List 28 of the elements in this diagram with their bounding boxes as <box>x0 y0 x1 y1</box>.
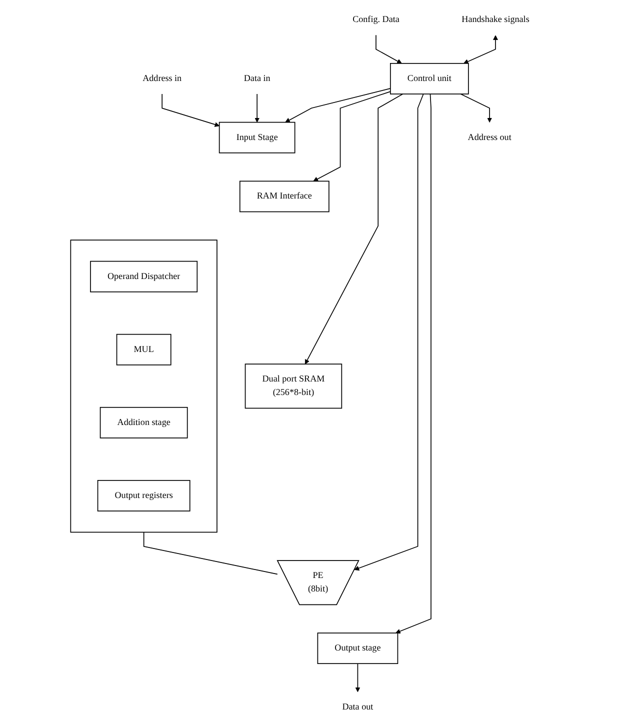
arrow <box>313 91 391 182</box>
arrow <box>285 88 391 123</box>
node-box: RAM Interface <box>239 180 330 212</box>
node-box: Dual port SRAM (256*8-bit) <box>244 364 342 409</box>
node-box: Addition stage <box>100 406 188 438</box>
arrow <box>376 34 402 64</box>
arrow <box>162 94 220 127</box>
node-text: Address out <box>468 132 512 142</box>
arrow <box>355 663 360 692</box>
node-box: MUL <box>116 334 172 366</box>
node-box: Control unit <box>390 63 469 94</box>
connector <box>143 532 278 575</box>
node-text: Address in <box>142 74 182 84</box>
node-box: Output stage <box>317 632 398 664</box>
cluster <box>70 240 218 533</box>
arrow <box>464 35 498 64</box>
node-text: Config. Data <box>352 14 400 24</box>
node-text: Data out <box>342 702 374 712</box>
arrow <box>354 94 424 571</box>
node-box: Output registers <box>97 480 190 512</box>
node-text: Handshake signals <box>462 14 530 24</box>
arrow <box>254 94 260 123</box>
node-box: Operand Dispatcher <box>90 260 198 292</box>
arrow <box>396 94 432 634</box>
node-box: Input Stage <box>218 122 296 154</box>
arrow <box>460 94 492 123</box>
node-text: Data in <box>244 74 270 84</box>
arrow <box>304 94 404 364</box>
